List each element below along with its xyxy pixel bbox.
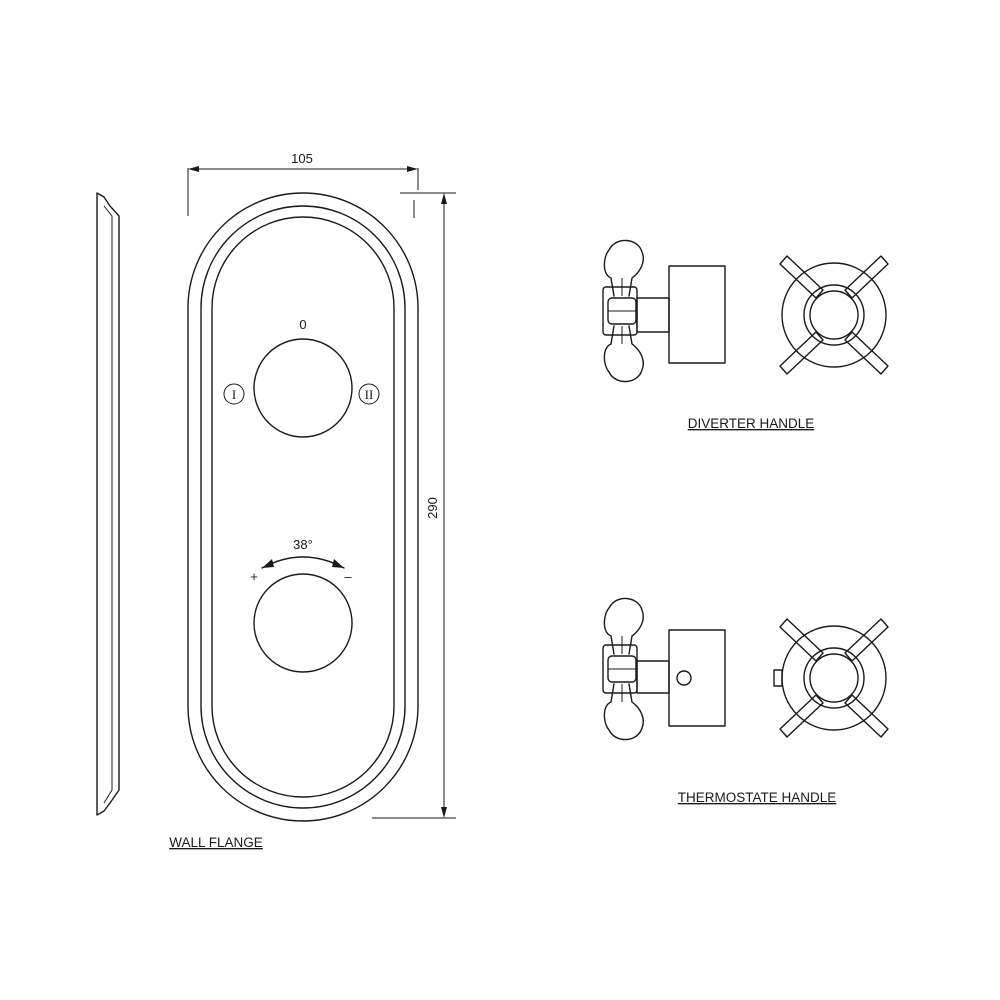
rotation-arc-arrow <box>261 556 345 569</box>
diverter-handle-label: DIVERTER HANDLE <box>688 416 815 431</box>
thermostat-knob-outline <box>253 573 353 673</box>
position-mark-one: I <box>232 387 236 402</box>
thermostate-handle-label: THERMOSTATE HANDLE <box>678 790 837 805</box>
rotation-plus-sign: + <box>250 569 258 584</box>
wall-flange-side-profile <box>96 192 120 816</box>
position-mark-zero: 0 <box>299 317 306 332</box>
width-dimension-value: 105 <box>291 151 313 166</box>
height-dimension-line <box>372 192 456 819</box>
position-mark-two-circle <box>358 383 380 405</box>
rotation-angle-label: 38° <box>293 537 313 552</box>
wall-flange-front-view <box>187 192 419 822</box>
position-mark-one-circle <box>223 383 245 405</box>
height-dimension-value: 290 <box>425 497 440 519</box>
rotation-minus-sign: – <box>344 569 352 584</box>
width-dimension-line <box>187 166 419 216</box>
thermostate-handle-front-view <box>773 618 889 738</box>
thermostate-handle-side-view <box>602 597 726 741</box>
diverter-knob-outline <box>253 338 353 438</box>
diverter-handle-side-view <box>602 239 726 383</box>
position-mark-two: II <box>365 387 374 402</box>
wall-flange-label: WALL FLANGE <box>169 835 263 850</box>
diverter-handle-front-view <box>779 255 889 375</box>
